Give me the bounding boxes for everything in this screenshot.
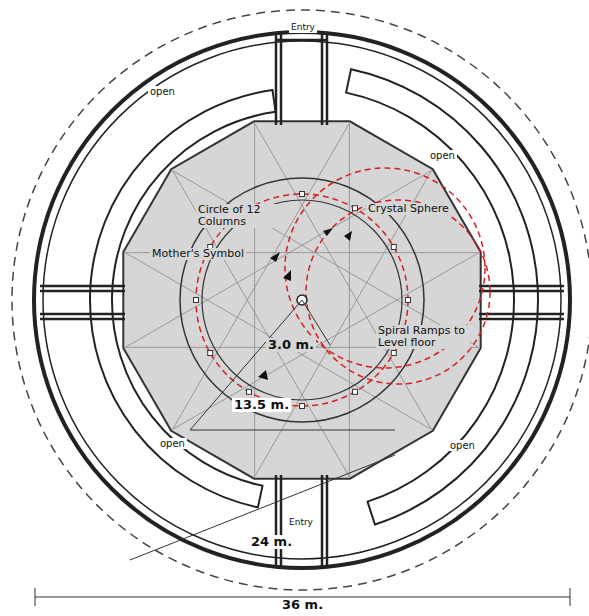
wall (40, 290, 125, 293)
leader-line (190, 300, 302, 430)
arrowheads (258, 228, 352, 380)
column (353, 389, 358, 394)
wall (479, 285, 564, 288)
arrowhead (323, 228, 333, 236)
geometry-line (173, 171, 350, 477)
dimension-lines (35, 300, 570, 606)
wall (321, 475, 324, 567)
wall (479, 313, 564, 316)
wall (275, 33, 278, 125)
leader-line (130, 455, 395, 560)
outer-dashed-circle (12, 10, 589, 590)
dimension-tick (35, 588, 36, 606)
part-label: Spiral Ramps to Level floor (376, 325, 470, 349)
wall (40, 313, 125, 316)
geometry-line (173, 123, 350, 429)
column (391, 245, 396, 250)
column (300, 192, 305, 197)
area-label: open (448, 440, 477, 451)
wall (40, 285, 125, 288)
part-label: Circle of 12 Columns (196, 204, 282, 228)
column (194, 298, 199, 303)
column (406, 298, 411, 303)
part-label: Mother's Symbol (150, 248, 246, 260)
column (300, 404, 305, 409)
column (208, 351, 213, 356)
wall (321, 33, 324, 125)
inner-wall (43, 41, 561, 559)
entry-label: Entry (287, 518, 315, 528)
outer-wall (34, 32, 570, 568)
wall (479, 290, 564, 293)
wall (280, 33, 283, 125)
corridor-walls (40, 33, 564, 567)
red-circle (306, 200, 490, 384)
arrowhead (258, 370, 268, 380)
spiral-ramps (90, 69, 538, 524)
dimension-label: 13.5 m. (232, 398, 291, 412)
part-label: Crystal Sphere (366, 203, 451, 215)
column (247, 389, 252, 394)
area-label: open (428, 150, 457, 161)
leader-line (190, 430, 395, 431)
geometry-line (254, 123, 255, 477)
area-label: open (148, 86, 177, 97)
dimension-tick (570, 588, 571, 606)
arrowhead (344, 231, 352, 241)
geometry-line (349, 123, 350, 477)
arrowhead (283, 270, 291, 281)
dimension-label: 36 m. (280, 598, 325, 612)
red-circles (196, 168, 490, 406)
wall (479, 318, 564, 321)
area-label: open (158, 438, 187, 449)
entry-label: Entry (289, 23, 317, 33)
wall (276, 39, 327, 42)
dimension-label: 3.0 m. (266, 338, 316, 352)
column (353, 206, 358, 211)
column (391, 351, 396, 356)
dodecagon (123, 121, 480, 478)
wall (280, 475, 283, 567)
wall (275, 475, 278, 567)
wall (326, 475, 329, 567)
wall (40, 318, 125, 321)
dimension-label: 24 m. (249, 535, 294, 549)
wall (326, 33, 329, 125)
arrowhead (270, 252, 280, 262)
